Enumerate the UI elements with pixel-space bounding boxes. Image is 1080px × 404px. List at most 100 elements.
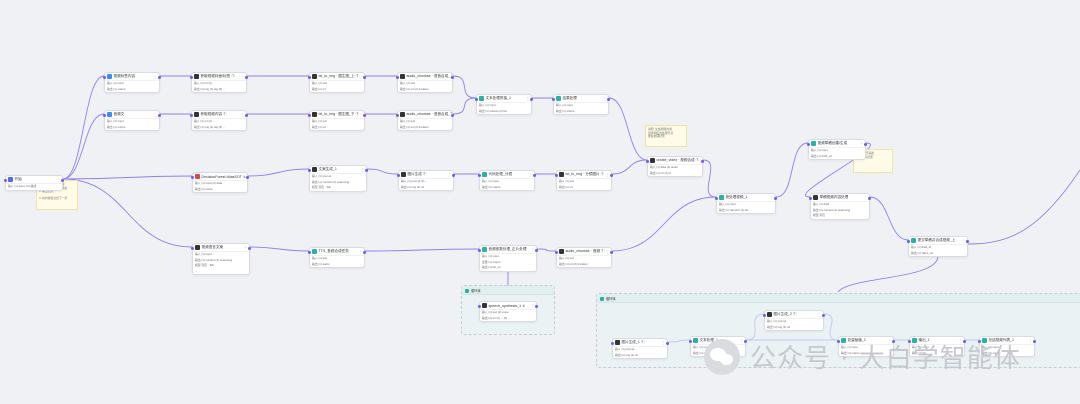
input-port[interactable] — [689, 339, 692, 343]
output-port[interactable] — [666, 341, 669, 345]
output-port[interactable] — [535, 304, 538, 308]
output-port[interactable] — [610, 250, 613, 254]
output-port[interactable] — [451, 75, 454, 79]
input-port[interactable] — [807, 142, 810, 146]
output-port[interactable] — [451, 113, 454, 117]
node-menu-icon[interactable]: ⋮ — [605, 172, 610, 177]
input-port[interactable] — [308, 113, 311, 117]
output-port[interactable] — [774, 196, 777, 200]
node-menu-icon[interactable]: ⋮ — [887, 338, 892, 343]
input-port[interactable] — [715, 196, 718, 200]
node-menu-icon[interactable]: ⋮ — [359, 74, 363, 79]
output-port[interactable] — [245, 75, 248, 79]
output-port[interactable] — [158, 113, 161, 117]
input-port[interactable] — [191, 175, 194, 179]
output-port[interactable] — [530, 97, 533, 101]
input-port[interactable] — [190, 113, 193, 117]
input-port[interactable] — [396, 75, 399, 79]
output-port[interactable] — [864, 142, 867, 146]
input-port[interactable] — [555, 173, 558, 177]
input-port[interactable] — [103, 75, 106, 79]
node-menu-icon[interactable]: ⋮ — [961, 238, 966, 243]
workflow-node-start[interactable]: 开始⋮输入 (1) query (2) 描述 — [4, 175, 64, 191]
node-menu-icon[interactable]: ⋮ — [153, 74, 158, 79]
node-menu-icon[interactable]: ⋮ — [525, 96, 530, 101]
input-port[interactable] — [478, 304, 481, 308]
input-port[interactable] — [907, 239, 910, 243]
input-port[interactable] — [978, 339, 981, 343]
input-port[interactable] — [308, 168, 311, 172]
input-port[interactable] — [478, 173, 481, 177]
output-port[interactable] — [701, 159, 704, 163]
workflow-node-b2[interactable]: 获取视频内容 ①⋮输入 (1) url (2) ...输出 (1) img (2… — [190, 110, 248, 132]
node-menu-icon[interactable]: ⋮ — [153, 112, 158, 117]
input-port[interactable] — [475, 97, 478, 101]
node-menu-icon[interactable]: ⋮ — [528, 172, 533, 177]
node-menu-icon[interactable]: ⋮ — [739, 338, 744, 343]
input-port[interactable] — [611, 341, 614, 345]
output-port[interactable] — [892, 339, 895, 343]
node-menu-icon[interactable]: ⋮ — [699, 159, 702, 163]
output-port[interactable] — [363, 113, 366, 117]
input-port[interactable] — [478, 248, 481, 252]
output-port[interactable] — [363, 75, 366, 79]
output-port[interactable] — [607, 97, 610, 101]
node-menu-icon[interactable]: ⋮ — [605, 249, 610, 254]
input-port[interactable] — [191, 246, 194, 250]
node-menu-icon[interactable]: ⋮ — [859, 141, 864, 146]
node-menu-icon[interactable]: ⋮ — [863, 195, 868, 200]
node-menu-icon[interactable]: ⋮ — [360, 167, 365, 172]
workflow-node-c3[interactable]: 图片生成 ①⋮输入 (1) prompt (2) ...输出 (1) img (… — [397, 170, 455, 192]
output-port[interactable] — [246, 175, 249, 179]
node-menu-icon[interactable]: ⋮ — [56, 177, 61, 182]
output-port[interactable] — [966, 239, 969, 243]
output-port[interactable] — [868, 196, 871, 200]
output-port[interactable] — [822, 313, 825, 317]
input-port[interactable] — [809, 196, 812, 200]
output-port[interactable] — [963, 339, 966, 343]
sticky-note[interactable]: 说明: 生成视频内容选择相应的处理节点继续处理结果 — [645, 125, 687, 147]
node-menu-icon[interactable]: ⋮ — [447, 172, 452, 177]
output-port[interactable] — [452, 173, 455, 177]
node-menu-icon[interactable]: ⋮ — [769, 195, 774, 200]
workflow-node-a2[interactable]: 获取视频封面/标签 ①⋮输入 (1) url (2) ...输出 (1) img… — [190, 72, 248, 94]
output-port[interactable] — [158, 75, 161, 79]
input-port[interactable] — [190, 75, 193, 79]
input-port[interactable] — [837, 339, 840, 343]
input-port[interactable] — [103, 113, 106, 117]
input-port[interactable] — [4, 178, 7, 182]
input-port[interactable] — [552, 97, 555, 101]
input-port[interactable] — [308, 250, 311, 254]
output-port[interactable] — [245, 113, 248, 117]
node-menu-icon[interactable]: ⋮ — [243, 245, 248, 250]
input-port[interactable] — [555, 250, 558, 254]
node-menu-icon[interactable]: ⋮ — [240, 112, 245, 117]
node-menu-icon[interactable]: ⋮ — [661, 340, 666, 345]
node-menu-icon[interactable]: ⋮ — [1028, 338, 1033, 343]
output-port[interactable] — [744, 339, 747, 343]
input-port[interactable] — [308, 75, 311, 79]
workflow-node-e3[interactable]: create_video · 视频合成 ①⋮输入 (1) data (2) au… — [646, 156, 704, 178]
workflow-node-g1n[interactable]: speech_synthesis_1 ①⋮输入 (1) text (2) voi… — [478, 301, 538, 323]
node-menu-icon[interactable]: ⋮ — [530, 247, 535, 252]
